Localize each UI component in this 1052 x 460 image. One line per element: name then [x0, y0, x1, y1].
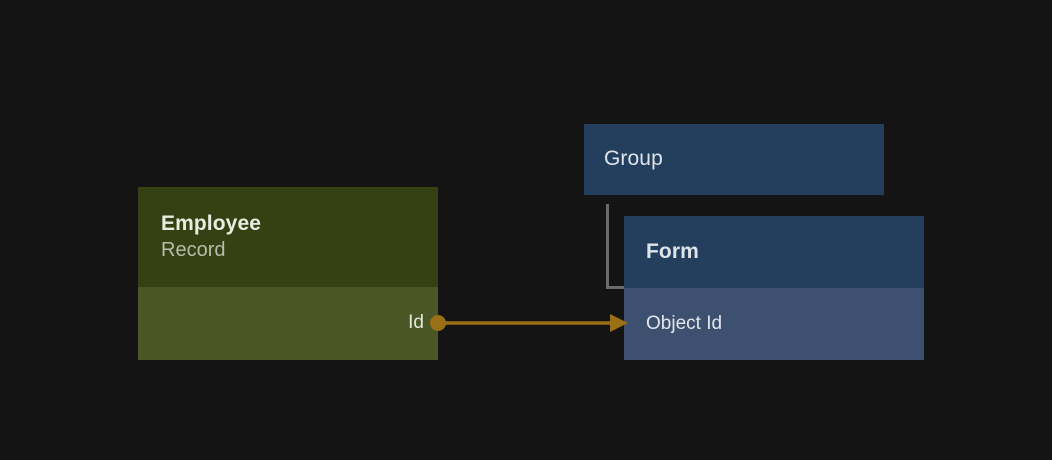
node-group-header: Group: [584, 124, 884, 195]
node-employee-title: Employee: [161, 211, 262, 235]
node-employee-field-id[interactable]: Id: [138, 287, 438, 360]
node-employee-subtitle: Record: [161, 239, 226, 262]
node-employee-field-id-label: Id: [408, 312, 424, 334]
node-form-field-object-id-label: Object Id: [646, 312, 723, 334]
node-group[interactable]: Group: [584, 124, 884, 195]
node-employee-header: Employee Record: [138, 187, 438, 287]
node-form-field-object-id[interactable]: Object Id: [624, 288, 924, 360]
node-form-header: Form: [624, 216, 924, 288]
connector-employee-id-to-form-object-id[interactable]: [424, 305, 630, 341]
bracket-group-to-form: [606, 204, 626, 289]
node-form-title: Form: [646, 239, 699, 263]
node-group-title: Group: [604, 147, 663, 171]
node-form[interactable]: Form Object Id: [624, 216, 924, 360]
node-employee[interactable]: Employee Record Id: [138, 187, 438, 360]
